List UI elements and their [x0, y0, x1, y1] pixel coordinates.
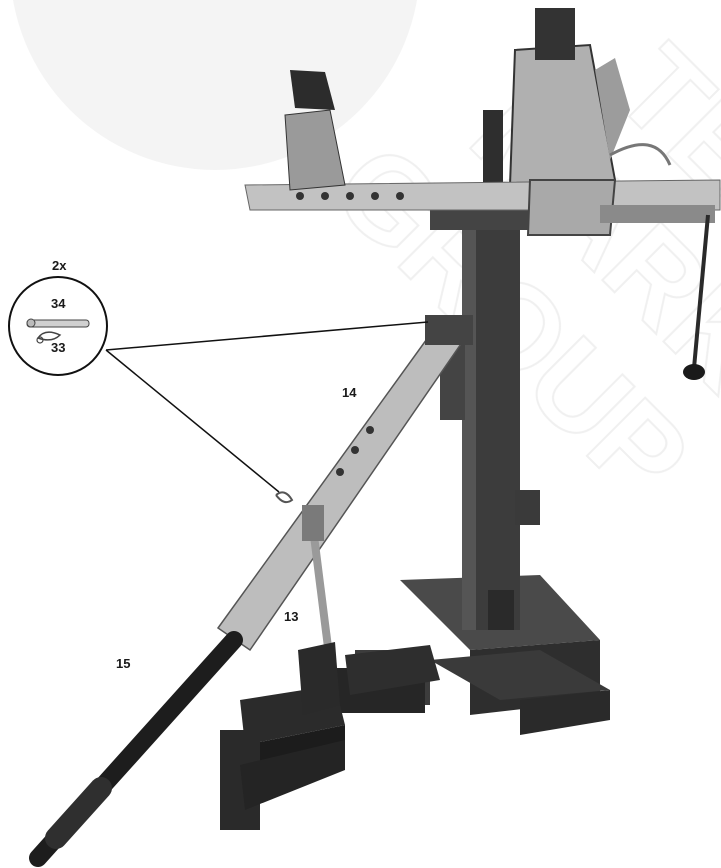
- quantity-label: 2x: [52, 258, 67, 273]
- pedal: [298, 505, 340, 715]
- pin-icon: [26, 318, 90, 328]
- horizontal-arm: [244, 179, 721, 380]
- column: [440, 230, 540, 630]
- part-15-label: 15: [116, 656, 131, 671]
- part-13-label: 13: [284, 609, 299, 624]
- part-33-label: 33: [51, 340, 66, 355]
- detail-callout: [8, 276, 429, 493]
- handle-grip: [29, 631, 243, 867]
- part-14-label: 14: [342, 385, 357, 400]
- left-clamp: [284, 70, 346, 191]
- hair-clip: [275, 491, 294, 504]
- clip-icon: [36, 331, 62, 344]
- part-34-label: 34: [51, 296, 66, 311]
